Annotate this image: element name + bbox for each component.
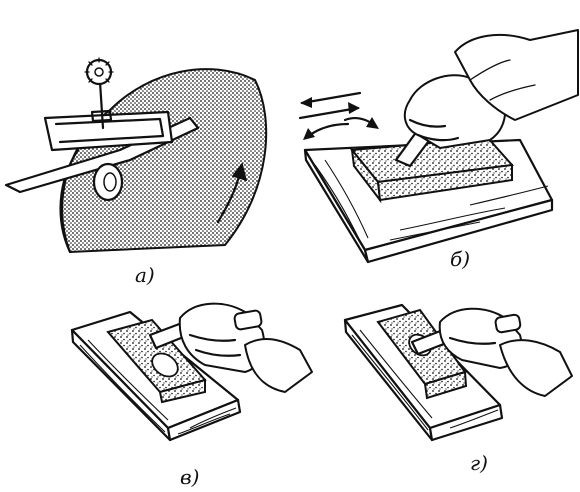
panel-label-b: б) (450, 247, 470, 271)
panel-a-grinding-wheel (4, 57, 268, 254)
clamp-frame (43, 110, 174, 152)
motion-arrows (298, 91, 379, 140)
sleeve-v (244, 338, 313, 393)
panel-label-g: г) (470, 451, 488, 475)
sleeve-g (499, 339, 573, 397)
panel-b-stone-sharpening (298, 29, 579, 264)
panel-label-v: в) (180, 465, 199, 489)
roller (92, 162, 124, 202)
sleeve (454, 29, 579, 121)
panel-label-a: а) (135, 263, 155, 287)
panel-v-stone-board (70, 302, 313, 442)
panel-g-stone-board (343, 303, 573, 442)
